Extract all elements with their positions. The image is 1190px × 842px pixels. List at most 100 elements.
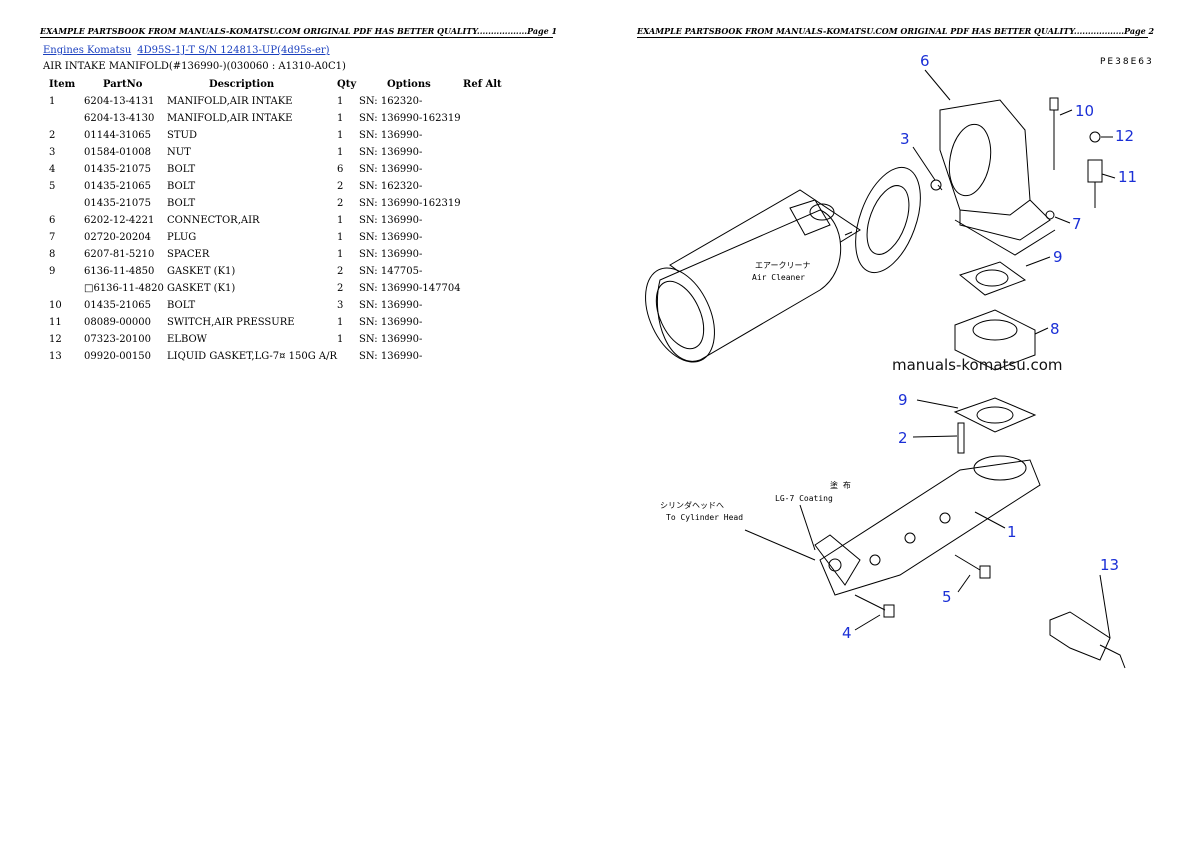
cell-description: ELBOW	[167, 334, 207, 345]
cell-qty: 6	[337, 164, 344, 175]
air-connector-drawing	[939, 99, 1056, 256]
cell-qty: 1	[337, 96, 344, 107]
cell-description: MANIFOLD,AIR INTAKE	[167, 96, 293, 107]
diagram-code: PE38E63	[1100, 57, 1154, 67]
cell-partno: □6136-11-4820	[84, 283, 164, 294]
cell-ref	[463, 263, 523, 280]
table-row: 4 01435-21075 BOLT 6 SN: 136990-	[43, 161, 523, 178]
callout-13: 13	[1100, 556, 1119, 574]
cell-description: LIQUID GASKET,LG-7¤ 150G A/R	[167, 351, 338, 362]
cell-description: SWITCH,AIR PRESSURE	[167, 317, 295, 328]
cell-partno: 6136-11-4850	[84, 266, 155, 277]
cell-options: SN: 162320-	[359, 96, 423, 107]
connector-gasket-drawing	[855, 166, 921, 274]
cell-item: 5	[49, 181, 56, 192]
cell-options: SN: 136990-	[359, 164, 423, 175]
cell-options: SN: 147705-	[359, 266, 423, 277]
cell-qty	[337, 348, 359, 365]
callout-10: 10	[1075, 102, 1094, 120]
cell-partno: 01435-21065	[84, 181, 152, 192]
callout-9-upper: 9	[1053, 248, 1063, 266]
cell-partno: 6204-13-4131	[84, 96, 155, 107]
callout-3: 3	[900, 130, 910, 148]
cell-qty: 1	[337, 215, 344, 226]
cell-partno: 01435-21075	[84, 164, 152, 175]
cell-qty: 1	[337, 249, 344, 260]
cell-qty: 2	[337, 266, 344, 277]
cell-description: BOLT	[167, 300, 196, 311]
breadcrumb-link-engines[interactable]: Engines Komatsu	[43, 45, 132, 56]
cell-description: GASKET (K1)	[167, 283, 236, 294]
cell-ref	[463, 212, 523, 229]
cell-ref	[463, 195, 523, 212]
cell-qty: 1	[337, 113, 344, 124]
cell-options: SN: 136990-	[359, 232, 423, 243]
cell-options: SN: 136990-	[359, 300, 423, 311]
cell-ref	[463, 110, 523, 127]
exploded-parts-diagram: PE38E63 エアークリーナ Air Cleaner	[645, 52, 1154, 669]
cell-description: MANIFOLD,AIR INTAKE	[167, 113, 293, 124]
callout-5: 5	[942, 588, 952, 606]
cell-qty: 3	[337, 300, 344, 311]
cell-partno: 01584-01008	[84, 147, 152, 158]
callout-6: 6	[920, 52, 930, 70]
cell-item: 4	[49, 164, 56, 175]
coating-jp-label: 塗 布	[830, 480, 851, 490]
cell-ref	[463, 246, 523, 263]
cell-description: PLUG	[167, 232, 197, 243]
cell-ref	[463, 229, 523, 246]
gasket-upper-drawing	[958, 261, 1027, 296]
spacer-drawing	[954, 309, 1036, 371]
cell-ref	[463, 144, 523, 161]
cell-item: 1	[49, 96, 56, 107]
cell-qty: 1	[337, 334, 344, 345]
bolt-switch-drawing	[930, 97, 1103, 220]
cell-ref	[463, 178, 523, 195]
cell-ref	[463, 161, 523, 178]
table-header-row: Item PartNo Description Qty Options Ref …	[43, 76, 523, 93]
cell-partno: 07323-20100	[84, 334, 152, 345]
cell-partno: 01435-21075	[84, 198, 152, 209]
cell-ref	[463, 93, 523, 110]
cell-item	[43, 110, 84, 127]
cell-qty: 1	[337, 147, 344, 158]
cylinder-head-label: To Cylinder Head	[666, 513, 743, 522]
col-header-qty: Qty	[337, 79, 357, 90]
coating-label: LG-7 Coating	[775, 494, 833, 503]
air-cleaner-drawing	[645, 189, 861, 363]
air-cleaner-label: Air Cleaner	[752, 273, 805, 282]
cell-options: SN: 136990-	[359, 215, 423, 226]
cell-qty: 1	[337, 317, 344, 328]
callout-8: 8	[1050, 320, 1060, 338]
breadcrumb-link-model[interactable]: 4D95S-1J-T S/N 124813-UP(4d95s-er)	[137, 45, 330, 56]
cell-partno: 6202-12-4221	[84, 215, 155, 226]
cell-partno: 08089-00000	[84, 317, 152, 328]
cell-description: BOLT	[167, 181, 196, 192]
cell-partno: 6204-13-4130	[84, 113, 155, 124]
page-header-2: EXAMPLE PARTSBOOK FROM MANUALS-KOMATSU.C…	[637, 26, 1155, 38]
page-header-1: EXAMPLE PARTSBOOK FROM MANUALS-KOMATSU.C…	[40, 26, 558, 38]
cell-ref	[463, 314, 523, 331]
cell-qty: 2	[337, 198, 344, 209]
cell-partno: 6207-81-5210	[84, 249, 155, 260]
cell-ref	[463, 280, 523, 297]
cell-item: 8	[49, 249, 56, 260]
cell-qty: 2	[337, 283, 344, 294]
cell-options: SN: 162320-	[359, 181, 423, 192]
cell-item: 11	[49, 317, 62, 328]
cell-item: 9	[49, 266, 56, 277]
cell-ref	[463, 331, 523, 348]
bolts-drawing	[854, 554, 991, 618]
cell-description: STUD	[167, 130, 197, 141]
cell-description: BOLT	[167, 164, 196, 175]
col-header-item: Item	[49, 79, 76, 90]
